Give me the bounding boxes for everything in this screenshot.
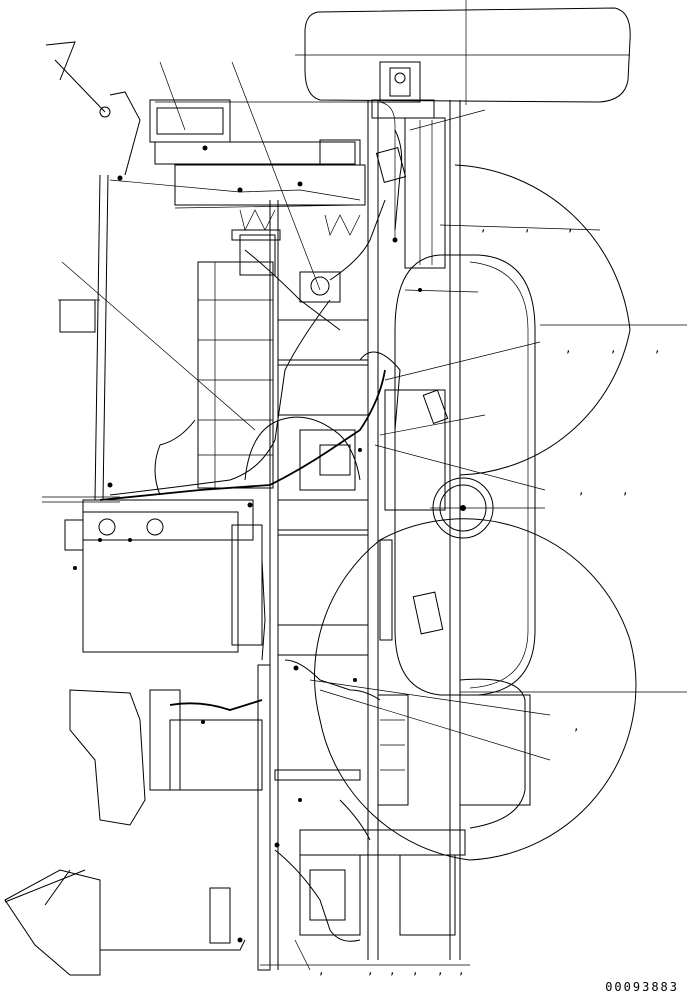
callout-mark: ,: [573, 720, 580, 733]
callout-mark: ,: [610, 342, 617, 355]
callout-mark: ,: [567, 221, 574, 234]
callout-mark: ,: [318, 964, 325, 977]
plates: [375, 147, 449, 635]
lower-left-seat: [4, 689, 263, 976]
left-link-arm: [45, 41, 141, 501]
callout-marks: , , , , , , , , , , , , , , ,: [318, 221, 661, 977]
callout-mark: ,: [565, 342, 572, 355]
callout-mark: ,: [437, 964, 444, 977]
callout-mark: ,: [458, 964, 465, 977]
battery-box: [42, 496, 263, 653]
callout-mark: ,: [524, 221, 531, 234]
top-bracket: [371, 61, 446, 269]
lower-axle-area: [260, 678, 531, 966]
wire-harness: [99, 129, 403, 942]
callout-mark: ,: [367, 964, 374, 977]
callout-mark: ,: [389, 964, 396, 977]
callout-mark: ,: [412, 964, 419, 977]
filter-cap: [430, 477, 545, 539]
upper-radiator: [109, 99, 396, 240]
rear-wheel-outline: [454, 164, 631, 476]
drawing-reference-code: 00093883: [605, 980, 679, 994]
callout-mark: ,: [480, 221, 487, 234]
callout-mark: ,: [578, 484, 585, 497]
fuel-tank-oval: [394, 254, 536, 696]
callout-leaders: [61, 61, 687, 971]
front-wheel-outline: [314, 518, 637, 861]
callout-mark: ,: [622, 484, 629, 497]
center-controls: [277, 271, 446, 656]
engine-block: [154, 229, 281, 496]
callout-mark: ,: [654, 342, 661, 355]
top-hood-outline: [295, 0, 631, 105]
fastener-dots: [73, 145, 422, 943]
